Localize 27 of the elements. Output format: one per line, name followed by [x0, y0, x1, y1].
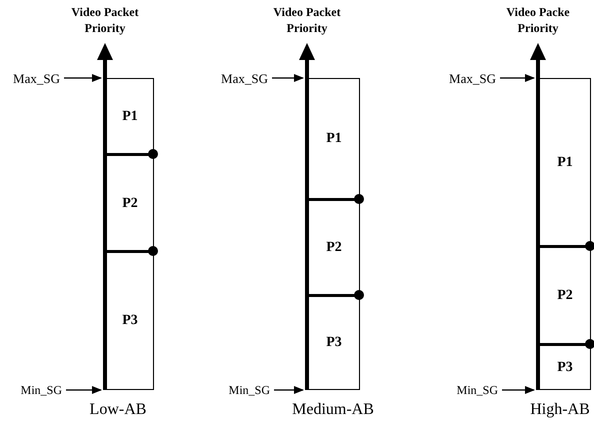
panel-caption: High-AB: [530, 401, 590, 418]
panel-caption: Medium-AB: [292, 401, 374, 418]
threshold-label: Max_SG: [449, 72, 496, 84]
panel-caption: Low-AB: [90, 401, 146, 418]
segment-label: P2: [326, 241, 342, 255]
segment-label: P2: [122, 196, 138, 210]
segment-label: P1: [557, 156, 573, 170]
arrow: [272, 74, 304, 82]
axis-title: Video Packet Priority: [272, 4, 342, 36]
threshold-label: Min_SG: [20, 384, 62, 396]
arrow: [502, 386, 535, 394]
threshold-label: Max_SG: [221, 72, 268, 84]
arrow: [64, 74, 102, 82]
segment-label: P3: [122, 314, 138, 328]
arrow: [500, 74, 535, 82]
segment-label: P1: [326, 132, 342, 146]
axis-title: Video Packe Priority: [505, 4, 571, 36]
segment-label: P3: [326, 336, 342, 350]
segment-label: P2: [557, 289, 573, 303]
threshold-label: Max_SG: [13, 72, 60, 84]
threshold-label: Min_SG: [228, 384, 270, 396]
threshold-label: Min_SG: [456, 384, 498, 396]
axis-title: Video Packet Priority: [70, 4, 140, 36]
segment-label: P3: [557, 360, 573, 374]
arrow: [274, 386, 304, 394]
segment-label: P1: [122, 110, 138, 124]
arrow: [66, 386, 102, 394]
